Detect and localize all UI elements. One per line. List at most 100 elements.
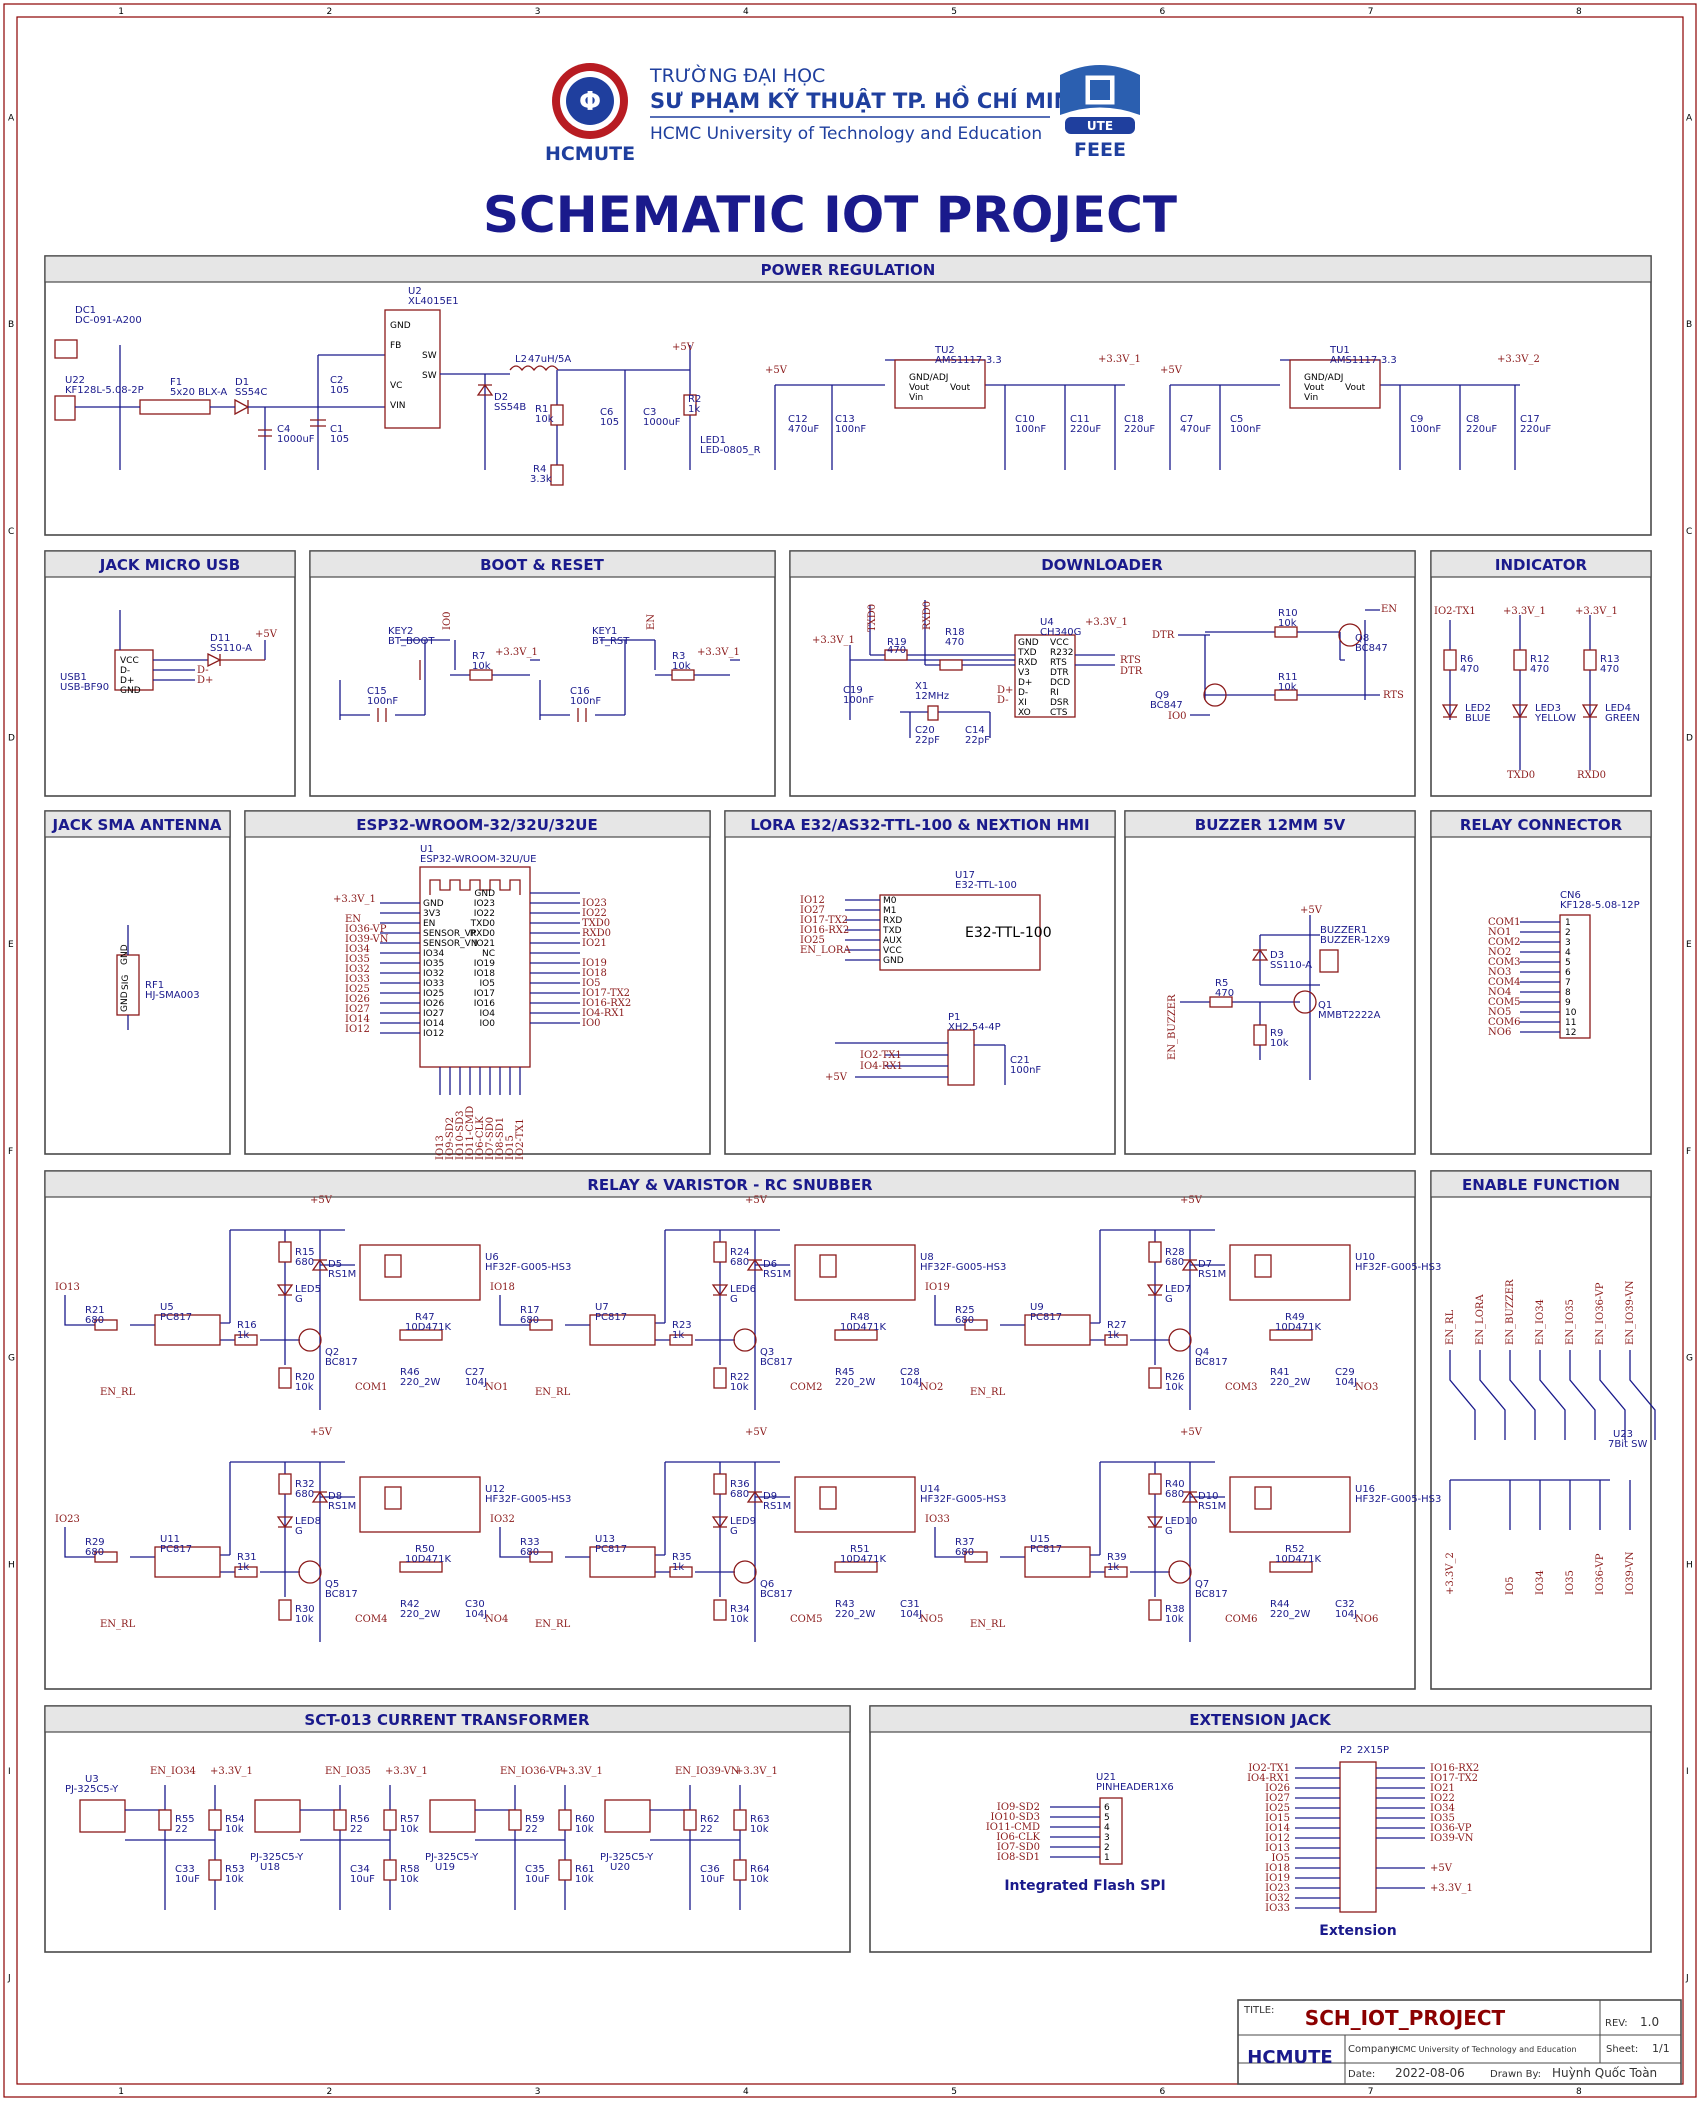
- relay-coil-value: HF32F-G005-HS3: [485, 1262, 571, 1273]
- relay-snub-c-label: C28: [900, 1367, 920, 1378]
- esp32-net-left: IO39-VN: [345, 934, 389, 945]
- panel-title-relay: RELAY & VARISTOR - RC SNUBBER: [587, 1176, 873, 1194]
- panel-title-sma: JACK SMA ANTENNA: [52, 816, 222, 834]
- relay-no-net: NO5: [920, 1614, 943, 1625]
- net-dtr-dl: DTR: [1120, 666, 1143, 677]
- cn6-pin-num: 9: [1565, 998, 1571, 1008]
- u2-label: U2: [408, 286, 422, 297]
- u17-value: E32-TTL-100: [955, 880, 1017, 891]
- sct-rb-label: R54: [225, 1814, 245, 1825]
- relay-channel: IO23R29680U11PC817R311kR32680LED8GD8RS1M…: [55, 1427, 571, 1642]
- panel-title-usb: JACK MICRO USB: [99, 556, 241, 574]
- relay-en-net: EN_RL: [100, 1619, 136, 1630]
- relay-input-net: IO23: [55, 1514, 80, 1525]
- sct-rc-label: R53: [225, 1864, 245, 1875]
- r1-value: 10k: [535, 414, 554, 425]
- c19-value: 100nF: [843, 695, 874, 706]
- esp32-net-right: IO5: [582, 978, 601, 989]
- cn6-pin-num: 5: [1565, 958, 1571, 968]
- r2-value: 1k: [688, 404, 700, 415]
- esp32-net-left: IO34: [345, 944, 370, 955]
- c7-value: 470uF: [1180, 424, 1211, 435]
- q1-label: Q1: [1318, 1000, 1332, 1011]
- panel-usb: JACK MICRO USB: [44, 550, 296, 797]
- p2-right-net: +3.3V_1: [1430, 1883, 1473, 1894]
- panel-title-sct: SCT-013 CURRENT TRANSFORMER: [304, 1711, 590, 1729]
- relay-varistor-label: R49: [1285, 1312, 1305, 1323]
- key1-label: KEY1: [592, 626, 617, 637]
- net-33v1-dl-2: +3.3V_1: [1085, 617, 1128, 628]
- esp32-net-right: IO17-TX2: [582, 988, 630, 999]
- sct-rc-label: R58: [400, 1864, 420, 1875]
- frame-row-left: B: [8, 320, 14, 330]
- title-value: SCH_IOT_PROJECT: [1305, 2006, 1506, 2030]
- tu1-pin-vin: Vin: [1304, 393, 1318, 403]
- lora-net: IO16-RX2: [800, 925, 849, 936]
- c9-label: C9: [1410, 414, 1423, 425]
- sct-rb-value: 10k: [575, 1824, 594, 1835]
- c17-label: C17: [1520, 414, 1540, 425]
- relay-rb-label: R16: [237, 1320, 257, 1331]
- net-en-buzzer: EN_BUZZER: [1167, 994, 1178, 1060]
- lora-net: IO17-TX2: [800, 915, 848, 926]
- p2-left-net: IO15: [1265, 1813, 1290, 1824]
- sma-pin-5: GND: [120, 991, 130, 1012]
- relay-rb-label: R23: [672, 1320, 692, 1331]
- net-33v1-ind2: +3.3V_1: [1575, 606, 1618, 617]
- panel-lora: LORA E32/AS32-TTL-100 & NEXTION HMI: [724, 810, 1116, 1155]
- frame-col-top: 7: [1368, 7, 1374, 17]
- net-rxd0-dl: RXD0: [922, 601, 933, 630]
- c18-label: C18: [1124, 414, 1144, 425]
- relay-coil-label: U12: [485, 1484, 505, 1495]
- frame-row-left: G: [8, 1354, 15, 1364]
- sct-c-label: C34: [350, 1864, 370, 1875]
- relay-snub-r-value: 220_2W: [1270, 1377, 1310, 1388]
- p2-left-net: IO18: [1265, 1863, 1290, 1874]
- r2-label: R2: [688, 394, 701, 405]
- r18-label: R18: [945, 627, 965, 638]
- esp32-pin-right: IO5: [480, 979, 495, 989]
- rev-label: REV:: [1605, 2018, 1628, 2029]
- esp32-pin-right: IO18: [474, 969, 495, 979]
- relay-opto-label: U13: [595, 1534, 615, 1545]
- u17-label: U17: [955, 870, 975, 881]
- extension-caption: Extension: [1319, 1923, 1396, 1939]
- lora-pin: AUX: [883, 936, 902, 946]
- net-5v-power: +5V: [672, 342, 695, 353]
- relay-snub-c-value: 104J: [465, 1609, 487, 1620]
- net-33v1-ind1: +3.3V_1: [1503, 606, 1546, 617]
- relay-5v-net: +5V: [1180, 1427, 1203, 1438]
- esp32-net-left: IO14: [345, 1014, 370, 1025]
- sct-rc-value: 10k: [400, 1874, 419, 1885]
- tu2-pin-vout2: Vout: [950, 383, 971, 393]
- u4-pin-right: R232: [1050, 648, 1073, 658]
- c5-label: C5: [1230, 414, 1243, 425]
- esp32-pin-left: IO33: [423, 979, 444, 989]
- relay-led-value: G: [730, 1294, 738, 1305]
- net-dtr-q: DTR: [1152, 630, 1175, 641]
- relay-diode-value: RS1M: [763, 1501, 791, 1512]
- cn6-net: COM6: [1488, 1017, 1520, 1028]
- u1-value: ESP32-WROOM-32U/UE: [420, 854, 537, 865]
- net-rts-dl: RTS: [1120, 655, 1141, 666]
- relay-en-net: EN_RL: [970, 1387, 1006, 1398]
- p2-left-net: IO33: [1265, 1903, 1290, 1914]
- cn6-net: COM1: [1488, 917, 1520, 928]
- relay-rb-value: 1k: [237, 1562, 249, 1573]
- c15-label: C15: [367, 686, 387, 697]
- esp32-net-right: TXD0: [582, 918, 610, 929]
- relay-coil-value: HF32F-G005-HS3: [920, 1494, 1006, 1505]
- net-en-boot: EN: [646, 614, 657, 630]
- relay-diode-value: RS1M: [1198, 1501, 1226, 1512]
- relay-en-net: EN_RL: [970, 1619, 1006, 1630]
- q8-value: BC847: [1355, 643, 1388, 654]
- tu1-label: TU1: [1329, 345, 1350, 356]
- p2-label: P2: [1340, 1745, 1352, 1756]
- relay-rin-value: 680: [85, 1547, 104, 1558]
- p2-right-net: IO39-VN: [1430, 1833, 1474, 1844]
- relay-input-net: IO19: [925, 1282, 950, 1293]
- net-33v2-power: +3.3V_2: [1497, 354, 1540, 365]
- relay-channels: IO13R21680U5PC817R161kR15680LED5GD5RS1MQ…: [55, 1195, 1441, 1642]
- relay-diode-value: RS1M: [328, 1269, 356, 1280]
